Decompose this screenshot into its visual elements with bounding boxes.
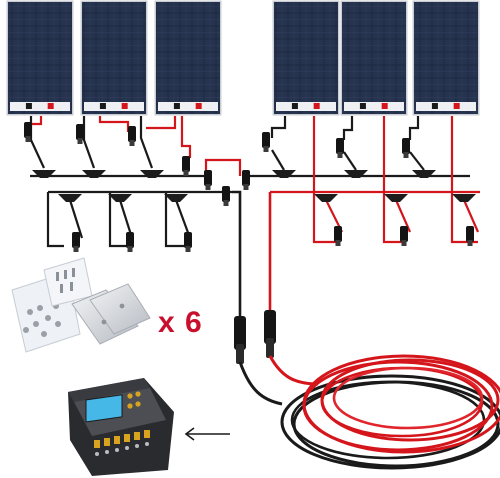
solar-panel-array: [6, 0, 480, 116]
mc4-connector-icon: [72, 232, 80, 252]
y-branch-connector-icon: [344, 170, 368, 178]
mc4-connector-icon: [184, 232, 192, 252]
mc4-connector-icon: [402, 138, 410, 158]
y-branch-connector-icon: [82, 170, 106, 178]
mc4-connector-icon: [182, 156, 190, 176]
mc4-connector-icon: [466, 226, 474, 246]
solar-panel-icon: [80, 0, 148, 116]
y-branch-connector-icon: [58, 194, 82, 202]
wiring-right-red: [270, 116, 480, 244]
quantity-label: x 6: [158, 306, 203, 339]
arrow-left-icon: [184, 427, 230, 441]
solar-panel-icon: [272, 0, 340, 116]
cable-coil-icon: [238, 354, 500, 470]
mc4-connector-icon: [76, 124, 84, 144]
mc4-connector-icon: [222, 186, 230, 206]
y-branch-connector-icon: [164, 194, 188, 202]
mc4-connector-icon: [242, 170, 250, 190]
y-branch-connector-icon: [108, 194, 132, 202]
mc4-connector-icon: [400, 226, 408, 246]
mc4-connector-icon: [334, 226, 342, 246]
y-branch-connector-icon: [384, 194, 408, 202]
mc4-connector-icon: [262, 132, 270, 152]
solar-panel-icon: [412, 0, 480, 116]
y-branch-connector-icon: [272, 170, 296, 178]
mc4-connector-icon: [128, 126, 136, 146]
y-branch-connector-icon: [140, 170, 164, 178]
mc4-connectors: [24, 122, 474, 252]
solar-panel-icon: [6, 0, 74, 116]
y-branch-connector-icon: [452, 194, 476, 202]
y-branch-connector-icon: [32, 170, 56, 178]
solar-panel-icon: [154, 0, 222, 116]
mc4-connector-icon: [126, 232, 134, 252]
y-branch-connectors: [32, 170, 476, 202]
mc4-connector-icon: [204, 170, 212, 190]
charge-controller-icon: [68, 378, 174, 476]
wiring-right: [244, 116, 470, 178]
wiring-left-red: [31, 116, 242, 176]
y-branch-connector-icon: [412, 170, 436, 178]
output-leads: [232, 190, 272, 318]
y-branch-connector-icon: [314, 194, 338, 202]
output-mc4-plugs: [234, 310, 276, 364]
mc4-connector-icon: [24, 122, 32, 142]
mc4-connector-icon: [336, 138, 344, 158]
mounting-hardware: [11, 257, 151, 353]
solar-panel-icon: [340, 0, 408, 116]
